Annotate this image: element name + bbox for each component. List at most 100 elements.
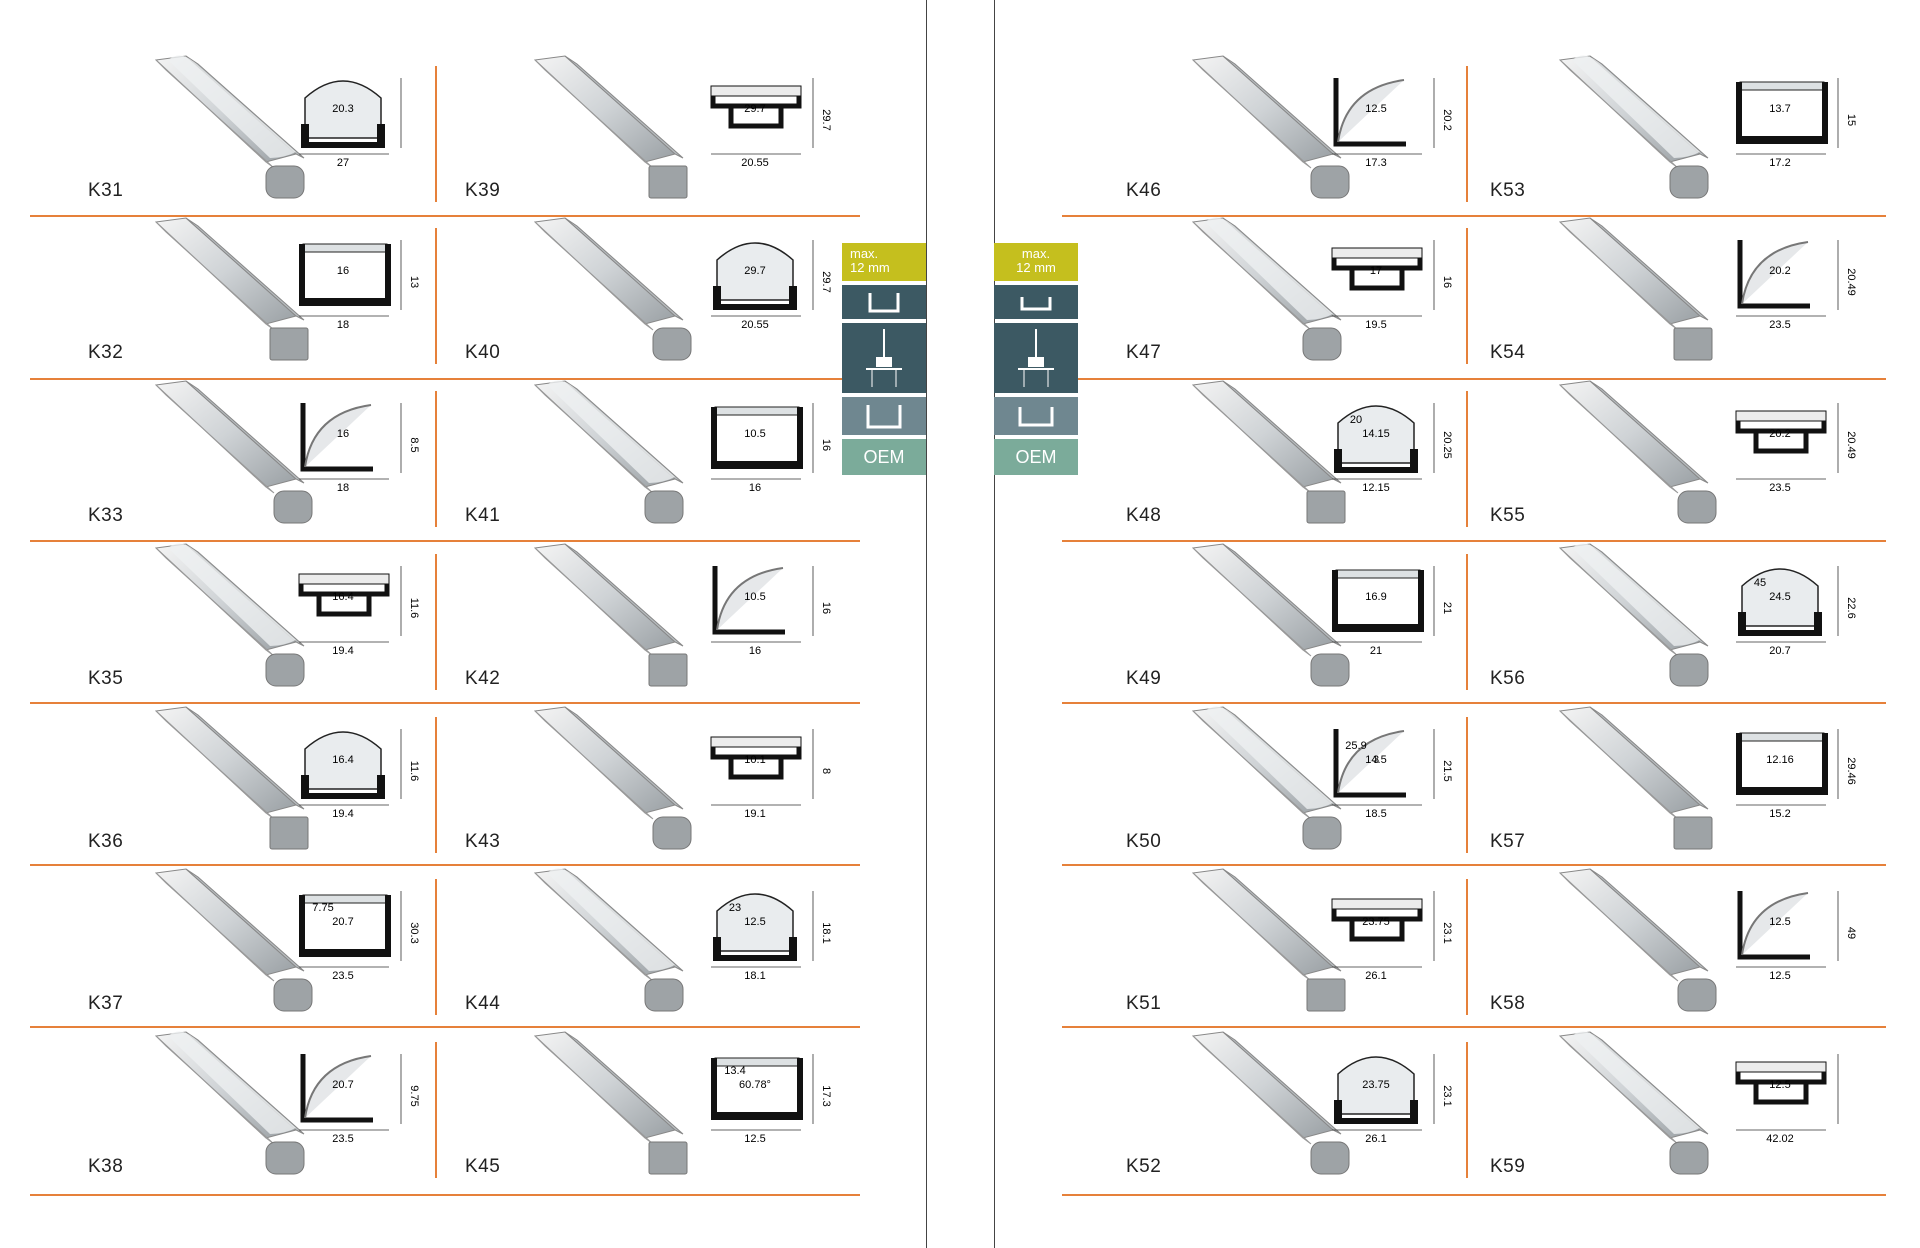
recessed-channel-icon (842, 397, 926, 435)
dimension-label: 10.5 (744, 591, 765, 603)
dimension-label: 12.16 (1766, 754, 1794, 766)
column-divider (1466, 717, 1468, 853)
dimension-label: 29.46 (1845, 757, 1857, 785)
profile-photo (525, 216, 695, 371)
dimension-label: 10.5 (744, 428, 765, 440)
dimension-label: 13.7 (1769, 103, 1790, 115)
dimension-label: 20.2 (1769, 428, 1790, 440)
dimension-label: 17.2 (1769, 157, 1790, 169)
cross-section-drawing: 12.5 42.02 (1720, 1044, 1860, 1161)
profile-photo (146, 867, 316, 1022)
row-divider (1062, 864, 1886, 866)
profile-photo (146, 1030, 316, 1185)
dimension-label: 12.5 (1769, 970, 1790, 982)
model-label: K51 (1126, 993, 1162, 1014)
dimension-label: 23.5 (332, 1133, 353, 1145)
model-label: K56 (1490, 668, 1526, 689)
led-strip-icon (842, 323, 926, 393)
dimension-label: 18.1 (820, 922, 832, 943)
dimension-label: 15.2 (1769, 808, 1790, 820)
dimension-label: 12.5 (1769, 916, 1790, 928)
model-label: K36 (88, 831, 124, 852)
dimension-label: 42.02 (1766, 1133, 1794, 1145)
row-divider (1062, 378, 1886, 380)
dimension-label: 12.5 (1365, 103, 1386, 115)
dimension-label: 16 (820, 439, 832, 451)
column-divider (435, 717, 437, 853)
dimension-label: 18 (337, 482, 349, 494)
dimension-label: 12.5 (1769, 1079, 1790, 1091)
dimension-label: 20.55 (741, 157, 769, 169)
dimension-label: 8.5 (408, 437, 420, 452)
dimension-label: 21 (1441, 602, 1453, 614)
model-label: K44 (465, 993, 501, 1014)
model-label: K53 (1490, 180, 1526, 201)
model-label: K46 (1126, 180, 1162, 201)
dimension-label: 25.9 (1345, 740, 1366, 752)
model-label: K59 (1490, 1156, 1526, 1177)
dimension-label: 23 (729, 902, 741, 914)
channel-icon (842, 285, 926, 319)
dimension-label: 20.7 (1769, 645, 1790, 657)
max-label: max. (1021, 246, 1051, 261)
profile-photo (1550, 216, 1720, 371)
dimension-label: 10.1 (744, 754, 765, 766)
row-divider (30, 864, 860, 866)
column-divider (435, 391, 437, 527)
left-catalog-page (0, 0, 927, 1248)
side-tab-left: max. 12 mm OEM (842, 243, 926, 475)
dimension-label: 60.78° (739, 1079, 771, 1091)
dimension-label: 16 (820, 602, 832, 614)
model-label: K40 (465, 342, 501, 363)
dimension-label: 21 (1370, 645, 1382, 657)
profile-photo (1183, 542, 1353, 697)
model-label: K57 (1490, 831, 1526, 852)
dimension-label: 16 (1441, 276, 1453, 288)
profile-photo (1550, 542, 1720, 697)
led-strip-icon (994, 323, 1078, 393)
dimension-label: 22.6 (1845, 597, 1857, 618)
dimension-label: 20.3 (332, 103, 353, 115)
dimension-label: 12.5 (744, 916, 765, 928)
profile-photo (525, 379, 695, 534)
side-tab-right: max. 12 mm OEM (994, 243, 1078, 475)
dimension-label: 8 (820, 768, 832, 774)
channel-icon (994, 285, 1078, 319)
row-divider (30, 540, 860, 542)
column-divider (1466, 228, 1468, 364)
row-divider (1062, 1194, 1886, 1196)
page-gutter (927, 0, 993, 1248)
column-divider (1466, 554, 1468, 690)
dimension-label: 19.4 (332, 808, 353, 820)
column-divider (435, 879, 437, 1015)
profile-photo (1550, 705, 1720, 860)
profile-photo (525, 705, 695, 860)
model-label: K31 (88, 180, 124, 201)
dimension-label: 26.1 (1365, 1133, 1386, 1145)
dimension-label: 20.2 (1441, 109, 1453, 130)
recessed-channel-icon (994, 397, 1078, 435)
dimension-label: 14.5 (1365, 754, 1386, 766)
